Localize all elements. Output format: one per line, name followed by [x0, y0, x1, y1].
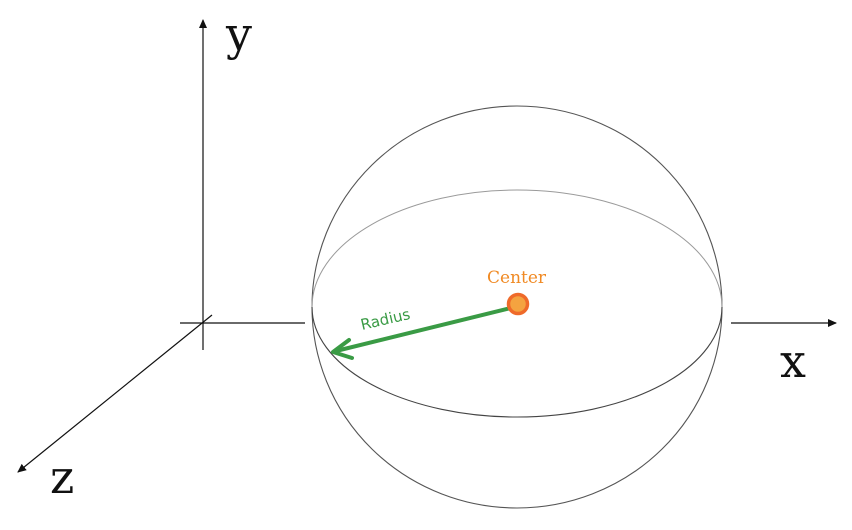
z-axis-line	[17, 314, 213, 473]
x-axis-label: x	[780, 334, 806, 388]
sphere-equator-back	[311, 189, 723, 308]
center-point	[506, 292, 530, 316]
z-axis-label: z	[50, 450, 74, 504]
center-label: Center	[487, 268, 547, 288]
radius-label: Radius	[359, 305, 412, 334]
y-axis-label: y	[225, 7, 252, 61]
radius-arrow	[331, 306, 513, 360]
sphere-equator-front	[311, 306, 723, 418]
